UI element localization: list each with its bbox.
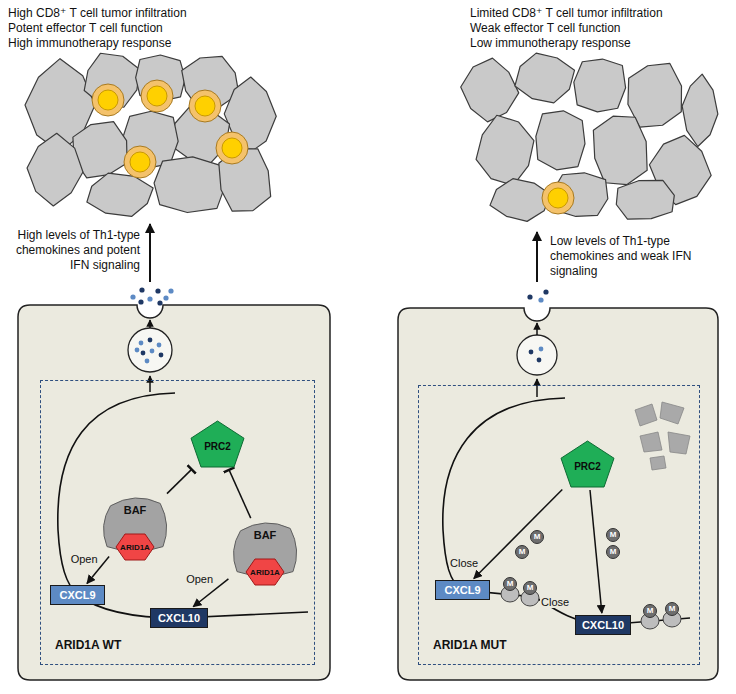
baf-complex: BAF ARID1A bbox=[100, 495, 170, 555]
dna-strand bbox=[443, 398, 690, 625]
methyl-mark: M bbox=[606, 528, 620, 542]
tumor-cell bbox=[536, 111, 585, 170]
t-cell-nucleus bbox=[147, 86, 167, 106]
node-text: CXCL9 bbox=[444, 584, 480, 596]
edge-label: Open bbox=[184, 573, 215, 585]
prc2-complex: PRC2 bbox=[190, 420, 245, 468]
gene-box: CXCL10 bbox=[150, 608, 208, 628]
t-cell-nucleus bbox=[98, 90, 118, 110]
tumor-cell bbox=[616, 180, 674, 219]
node-text: PRC2 bbox=[204, 441, 231, 452]
edge-label: Open bbox=[69, 553, 100, 565]
chromatin-state: Close bbox=[540, 596, 570, 608]
chemokine-dots bbox=[130, 287, 548, 305]
inhibition-line bbox=[167, 469, 192, 493]
t-cell-nucleus bbox=[130, 152, 150, 172]
baf-complex: BAF ARID1A bbox=[230, 520, 300, 580]
node-text: ARID1A bbox=[120, 543, 150, 552]
methyl-mark: M bbox=[503, 577, 517, 591]
t-cell-membrane bbox=[124, 146, 156, 178]
arid1a-subunit: ARID1A bbox=[245, 558, 285, 586]
t-cell-membrane bbox=[189, 90, 221, 122]
outcome-text: High immunotherapy response bbox=[8, 36, 171, 51]
hexagon-shape bbox=[116, 534, 154, 560]
outcome-text: Low immunotherapy response bbox=[470, 36, 631, 51]
gene-box: CXCL10 bbox=[575, 615, 631, 635]
methyl-mark: M bbox=[606, 545, 620, 559]
blob-shape bbox=[104, 498, 167, 551]
cd8-t-cell bbox=[141, 80, 173, 112]
secretion-arrow bbox=[150, 224, 537, 397]
blob-shape bbox=[234, 523, 297, 576]
baf-debris bbox=[635, 402, 690, 470]
node-text: CXCL10 bbox=[582, 619, 624, 631]
arid1a-subunit: ARID1A bbox=[115, 533, 155, 561]
nucleus-region: ARID1A MUT CXCL9 PRC2CXCL10 bbox=[418, 385, 700, 665]
node-text: PRC2 bbox=[574, 461, 601, 472]
cd8-t-cell bbox=[542, 182, 574, 214]
tumor-cell bbox=[154, 157, 225, 213]
gene-box: CXCL9 bbox=[435, 580, 490, 600]
methyl-mark: M bbox=[643, 604, 657, 618]
node-text: BAF bbox=[254, 529, 277, 541]
chemokine-text: High levels of Th1-type chemokines and p… bbox=[10, 228, 140, 273]
cd8-t-cell bbox=[92, 84, 124, 116]
secretory-vesicle bbox=[128, 328, 557, 375]
outcome-text: Potent effector T cell function bbox=[8, 21, 163, 36]
t-cell-membrane bbox=[141, 80, 173, 112]
tumor-cell bbox=[593, 116, 647, 184]
chromatin-state: Close bbox=[449, 557, 479, 569]
t-cell-nucleus bbox=[222, 138, 242, 158]
t-cell-nucleus bbox=[195, 96, 215, 116]
node-text: BAF bbox=[124, 504, 147, 516]
chemokine-text: Low levels of Th1-type chemokines and we… bbox=[550, 234, 720, 279]
pentagon-shape bbox=[191, 421, 244, 467]
pentagon-shape bbox=[561, 441, 614, 487]
t-cell-nucleus bbox=[548, 188, 568, 208]
tumor-cell bbox=[398, 308, 718, 680]
t-cell-membrane bbox=[216, 132, 248, 164]
node-text: ARID1A WT bbox=[55, 638, 121, 652]
tumor-cluster bbox=[25, 53, 718, 221]
methyl-mark: M bbox=[530, 530, 544, 544]
t-cell-membrane bbox=[92, 84, 124, 116]
methyl-mark: M bbox=[515, 545, 529, 559]
outcome-text: Limited CD8⁺ T cell tumor infiltration bbox=[470, 6, 663, 21]
tumor-cell bbox=[87, 173, 153, 216]
node-text: ARID1A bbox=[250, 568, 280, 577]
prc2-complex: PRC2 bbox=[560, 440, 615, 488]
tumor-cell bbox=[515, 53, 575, 103]
t-cell-membrane bbox=[542, 182, 574, 214]
methyl-mark: M bbox=[665, 602, 679, 616]
nucleus-region: ARID1A WT CXCL9 PRC2BAF ARID1A BAF ARID1A CXCL… bbox=[40, 380, 315, 665]
tumor-cell bbox=[476, 115, 534, 185]
node-text: ARID1A MUT bbox=[433, 638, 507, 652]
node-text: CXCL9 bbox=[59, 589, 95, 601]
outcome-text: Weak effector T cell function bbox=[470, 21, 621, 36]
cd8-t-cell bbox=[124, 146, 156, 178]
cd8-t-cell bbox=[216, 132, 248, 164]
arrow-line bbox=[474, 489, 562, 578]
tumor-cell bbox=[490, 179, 551, 222]
tumor-cell bbox=[461, 58, 519, 122]
methyl-mark: M bbox=[523, 581, 537, 595]
tumor-cell bbox=[27, 133, 83, 206]
hexagon-shape bbox=[246, 559, 284, 585]
tumor-cell bbox=[18, 305, 330, 680]
tumor-cell bbox=[682, 74, 718, 146]
gene-box: CXCL9 bbox=[50, 585, 105, 605]
outcome-text: High CD8⁺ T cell tumor infiltration bbox=[8, 6, 187, 21]
tumor-cell bbox=[574, 59, 626, 112]
cd8-t-cell bbox=[189, 90, 221, 122]
arrow-line bbox=[590, 490, 602, 613]
inhibition-line bbox=[229, 470, 251, 518]
node-text: CXCL10 bbox=[158, 612, 200, 624]
